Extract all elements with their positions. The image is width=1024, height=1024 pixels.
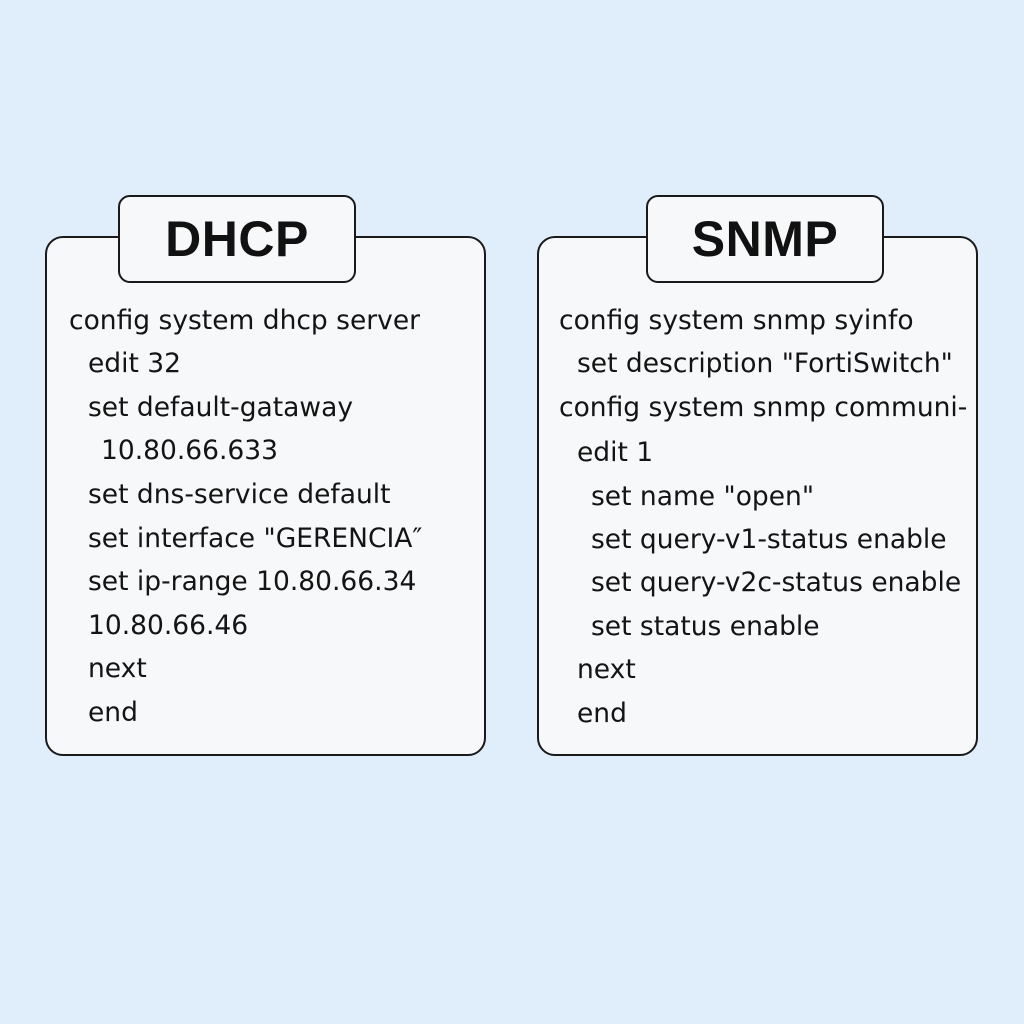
dhcp-title: DHCP [165,211,309,267]
dhcp-config-line: next [88,653,147,684]
dhcp-config-panel [45,236,486,756]
dhcp-config-line: set default-gataway [88,392,354,423]
dhcp-title-tab: DHCP [118,195,356,283]
dhcp-config-line: 10.80.66.633 [101,435,279,466]
snmp-config-line: set status enable [591,611,820,642]
snmp-config-line: set query-v2c-status enable [591,567,962,598]
snmp-config-line: config system snmp communi- [559,392,968,423]
dhcp-config-line: set interface "GERENCIA″ [88,523,423,554]
snmp-config-line: next [577,654,636,685]
snmp-config-line: edit 1 [577,437,654,468]
snmp-config-line: config system snmp syinfo [559,305,914,336]
dhcp-config-line: set ip-range 10.80.66.34 [88,566,417,597]
dhcp-config-line: config system dhcp server [69,305,421,336]
snmp-title-tab: SNMP [646,195,884,283]
dhcp-config-line: edit 32 [88,348,182,379]
snmp-title: SNMP [691,211,839,267]
dhcp-config-line: set dns-service default [88,479,391,510]
snmp-config-line: end [577,698,627,729]
snmp-config-line: set description "FortiSwitch" [577,348,953,379]
snmp-config-panel [537,236,978,756]
dhcp-config-line: 10.80.66.46 [88,610,249,641]
snmp-config-line: set query-v1-status enable [591,524,947,555]
dhcp-config-line: end [88,697,138,728]
snmp-config-line: set name "open" [591,481,815,512]
